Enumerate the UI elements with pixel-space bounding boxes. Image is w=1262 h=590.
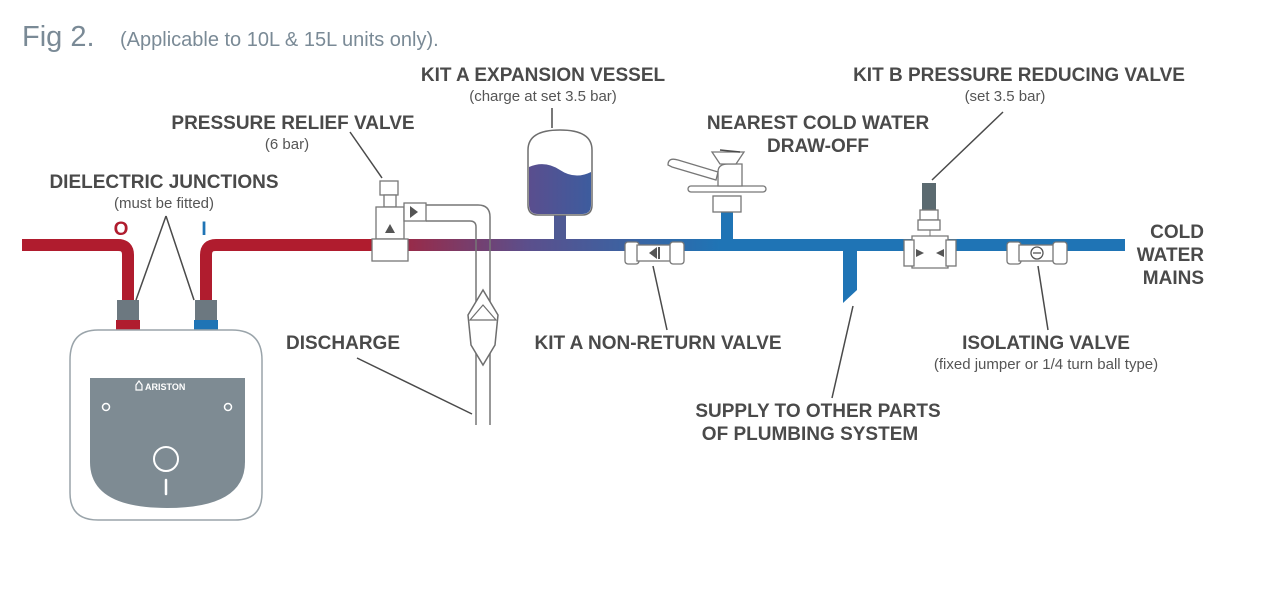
expansion-vessel-branch-pipe — [554, 214, 566, 240]
supply-other-line2: OF PLUMBING SYSTEM — [702, 424, 918, 445]
label-pressure-reducing-valve: KIT B PRESSURE REDUCING VALVE (set 3.5 b… — [853, 65, 1185, 105]
figure-subtitle: (Applicable to 10L & 15L units only). — [120, 29, 439, 51]
isolating-valve-note: (fixed jumper or 1/4 turn ball type) — [934, 356, 1158, 373]
supply-other-line1: SUPPLY TO OTHER PARTS — [695, 401, 940, 422]
cold-draw-off-line1: NEAREST COLD WATER — [707, 113, 930, 134]
pressure-relief-valve-note: (6 bar) — [265, 136, 309, 153]
figure-title: Fig 2. (Applicable to 10L & 15L units on… — [22, 21, 439, 53]
cold-water-mains-line2: WATER — [1137, 245, 1204, 266]
pressure-relief-valve-title: PRESSURE RELIEF VALVE — [171, 113, 414, 134]
label-dielectric-junctions: DIELECTRIC JUNCTIONS (must be fitted) — [49, 172, 278, 212]
draw-off-branch-pipe — [721, 212, 733, 240]
figure-number: Fig 2. — [22, 21, 95, 53]
ariston-logo-icon — [135, 380, 143, 391]
cold-water-mains-line3: MAINS — [1143, 268, 1204, 289]
dielectric-junctions-note: (must be fitted) — [114, 195, 214, 212]
cold-draw-off-tap — [667, 151, 767, 213]
supply-branch-pipe — [843, 251, 857, 303]
non-return-valve-label: KIT A NON-RETURN VALVE — [535, 333, 782, 354]
label-isolating-valve: ISOLATING VALVE (fixed jumper or 1/4 tur… — [934, 333, 1158, 373]
pressure-relief-valve — [371, 180, 427, 262]
label-cold-draw-off: NEAREST COLD WATER DRAW-OFF — [707, 113, 930, 157]
isolating-valve — [1006, 241, 1068, 265]
pressure-reducing-valve-note: (set 3.5 bar) — [965, 88, 1046, 105]
label-cold-water-mains: COLD WATER MAINS — [1137, 222, 1204, 289]
label-supply-other: SUPPLY TO OTHER PARTS OF PLUMBING SYSTEM — [695, 401, 940, 445]
label-pressure-relief-valve: PRESSURE RELIEF VALVE (6 bar) — [171, 113, 414, 153]
pressure-reducing-valve — [903, 183, 957, 269]
water-heater: ARISTON — [69, 329, 263, 521]
discharge-label: DISCHARGE — [286, 333, 400, 354]
outlet-marker: O — [114, 219, 129, 240]
dielectric-junctions-title: DIELECTRIC JUNCTIONS — [49, 172, 278, 193]
isolating-valve-title: ISOLATING VALVE — [962, 333, 1130, 354]
non-return-valve — [624, 241, 685, 265]
cold-water-mains-line1: COLD — [1150, 222, 1204, 243]
cold-draw-off-line2: DRAW-OFF — [767, 136, 869, 157]
inlet-marker: I — [201, 219, 206, 240]
pressure-reducing-valve-title: KIT B PRESSURE REDUCING VALVE — [853, 65, 1185, 86]
dielectric-junctions — [116, 300, 218, 330]
hot-outlet-pipe — [22, 239, 134, 300]
label-expansion-vessel: KIT A EXPANSION VESSEL (charge at set 3.… — [421, 65, 666, 105]
expansion-vessel-title: KIT A EXPANSION VESSEL — [421, 65, 666, 86]
discharge-pipe — [426, 204, 499, 425]
leader-lines — [135, 108, 1049, 415]
heater-brand: ARISTON — [145, 382, 185, 392]
expansion-vessel — [527, 129, 593, 216]
expansion-vessel-note: (charge at set 3.5 bar) — [469, 88, 617, 105]
